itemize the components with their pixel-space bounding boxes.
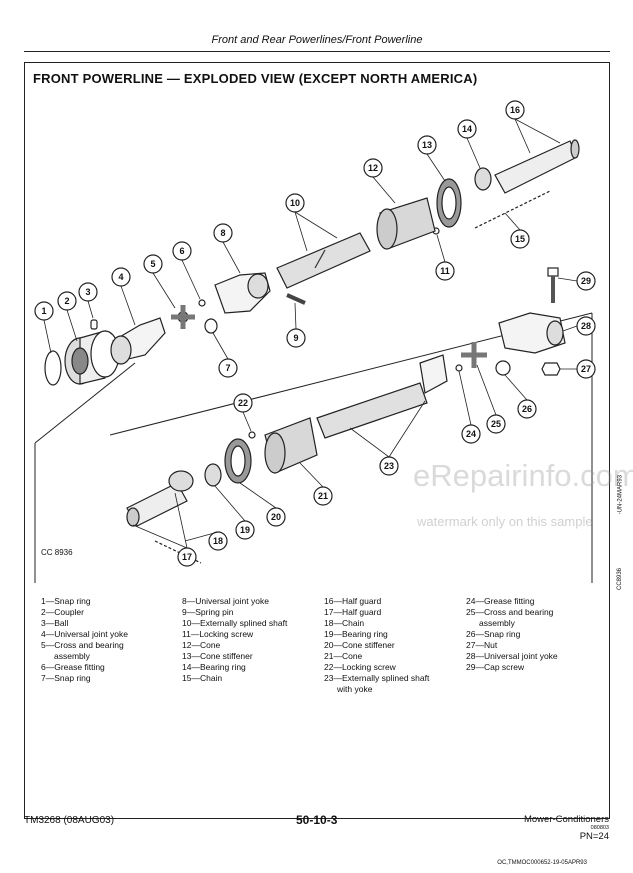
footer-pn: PN=24 — [579, 831, 609, 842]
legend-item: 2—Coupler — [41, 607, 84, 617]
callout-21: 21 — [318, 491, 328, 501]
callout-labels: 1 2 3 4 5 6 7 8 9 10 11 12 13 14 15 16 1… — [41, 105, 591, 562]
legend-item: with yoke — [337, 684, 373, 694]
legend-item: 29—Cap screw — [466, 662, 525, 672]
legend-item: 16—Half guard — [324, 596, 382, 606]
legend-item: 20—Cone stiffener — [324, 640, 395, 650]
legend-item: 8—Universal joint yoke — [182, 596, 269, 606]
legend-item: 25—Cross and bearing — [466, 607, 554, 617]
legend-column-4: 24—Grease fitting 25—Cross and bearing a… — [466, 596, 558, 673]
legend-item: 28—Universal joint yoke — [466, 651, 558, 661]
legend-item: 10—Externally splined shaft — [182, 618, 288, 628]
legend-item: 6—Grease fitting — [41, 662, 105, 672]
legend-item: 27—Nut — [466, 640, 498, 650]
legend-item: 24—Grease fitting — [466, 596, 535, 606]
callout-2: 2 — [64, 296, 69, 306]
callout-7: 7 — [225, 363, 230, 373]
callout-24: 24 — [466, 429, 476, 439]
callout-17: 17 — [182, 552, 192, 562]
footer-right: Mower-Conditioners 080803 PN=24 — [524, 814, 609, 842]
callout-12: 12 — [368, 163, 378, 173]
legend-item: 5—Cross and bearing — [41, 640, 124, 650]
callout-26: 26 — [522, 404, 532, 414]
figure-reference-code: OC,TMMOC000652-19-05APR93 — [497, 860, 587, 866]
side-code-date: -UN-24MAR93 — [617, 475, 623, 515]
legend-item: 15—Chain — [182, 673, 223, 683]
footer-page-number: 50-10-3 — [296, 813, 338, 827]
legend-item: 3—Ball — [41, 618, 69, 628]
legend-item: 1—Snap ring — [41, 596, 91, 606]
legend-column-1: 1—Snap ring 2—Coupler 3—Ball 4—Universal… — [41, 596, 128, 684]
side-code-id: CC8936 — [617, 568, 623, 591]
footer-manual-id: TM3268 (08AUG03) — [24, 815, 115, 826]
callout-8: 8 — [220, 228, 225, 238]
callout-25: 25 — [491, 419, 501, 429]
callout-4: 4 — [118, 272, 123, 282]
legend-item: 17—Half guard — [324, 607, 382, 617]
legend-item: 7—Snap ring — [41, 673, 91, 683]
callout-3: 3 — [85, 287, 90, 297]
legend-item: 4—Universal joint yoke — [41, 629, 128, 639]
callout-19: 19 — [240, 525, 250, 535]
legend-item: 12—Cone — [182, 640, 221, 650]
figure-title: FRONT POWERLINE — EXPLODED VIEW (EXCEPT … — [33, 71, 478, 86]
callout-6: 6 — [179, 246, 184, 256]
callout-15: 15 — [515, 234, 525, 244]
legend-item: 23—Externally splined shaft — [324, 673, 430, 683]
callout-27: 27 — [581, 364, 591, 374]
legend-item: 22—Locking screw — [324, 662, 396, 672]
callout-1: 1 — [41, 306, 46, 316]
legend-item: 13—Cone stiffener — [182, 651, 253, 661]
callout-28: 28 — [581, 321, 591, 331]
callout-11: 11 — [440, 266, 450, 276]
callout-29: 29 — [581, 276, 591, 286]
legend-item: 9—Spring pin — [182, 607, 234, 617]
watermark-note: watermark only on this sample — [417, 514, 593, 529]
callout-23: 23 — [384, 461, 394, 471]
legend-column-2: 8—Universal joint yoke 9—Spring pin 10—E… — [182, 596, 287, 684]
callout-5: 5 — [150, 259, 155, 269]
legend-item: assembly — [479, 618, 515, 628]
watermark-site: eRepairinfo.com — [413, 458, 633, 493]
legend-item: assembly — [54, 651, 90, 661]
figure-frame: FRONT POWERLINE — EXPLODED VIEW (EXCEPT … — [24, 62, 633, 866]
legend-item: 11—Locking screw — [182, 629, 254, 639]
page-header-title: Front and Rear Powerlines/Front Powerlin… — [211, 34, 423, 46]
exploded-view-drawing: 1 2 3 4 5 6 7 8 9 10 11 12 13 14 15 16 1… — [34, 100, 596, 583]
legend-item: 26—Snap ring — [466, 629, 521, 639]
figure-code: CC 8936 — [41, 548, 73, 557]
footer-date-code: 080803 — [590, 825, 609, 831]
callout-13: 13 — [422, 140, 432, 150]
legend-column-3: 16—Half guard 17—Half guard 18—Chain 19—… — [324, 596, 429, 695]
callout-14: 14 — [462, 124, 472, 134]
callout-9: 9 — [293, 333, 298, 343]
callout-20: 20 — [271, 512, 281, 522]
legend-item: 19—Bearing ring — [324, 629, 388, 639]
legend-item: 18—Chain — [324, 618, 365, 628]
footer-product: Mower-Conditioners — [523, 814, 609, 825]
legend-item: 21—Cone — [324, 651, 363, 661]
legend-item: 14—Bearing ring — [182, 662, 246, 672]
callout-10: 10 — [290, 198, 300, 208]
callout-16: 16 — [510, 105, 520, 115]
callout-18: 18 — [213, 536, 223, 546]
callout-22: 22 — [238, 398, 248, 408]
page-header: Front and Rear Powerlines/Front Powerlin… — [24, 30, 610, 52]
